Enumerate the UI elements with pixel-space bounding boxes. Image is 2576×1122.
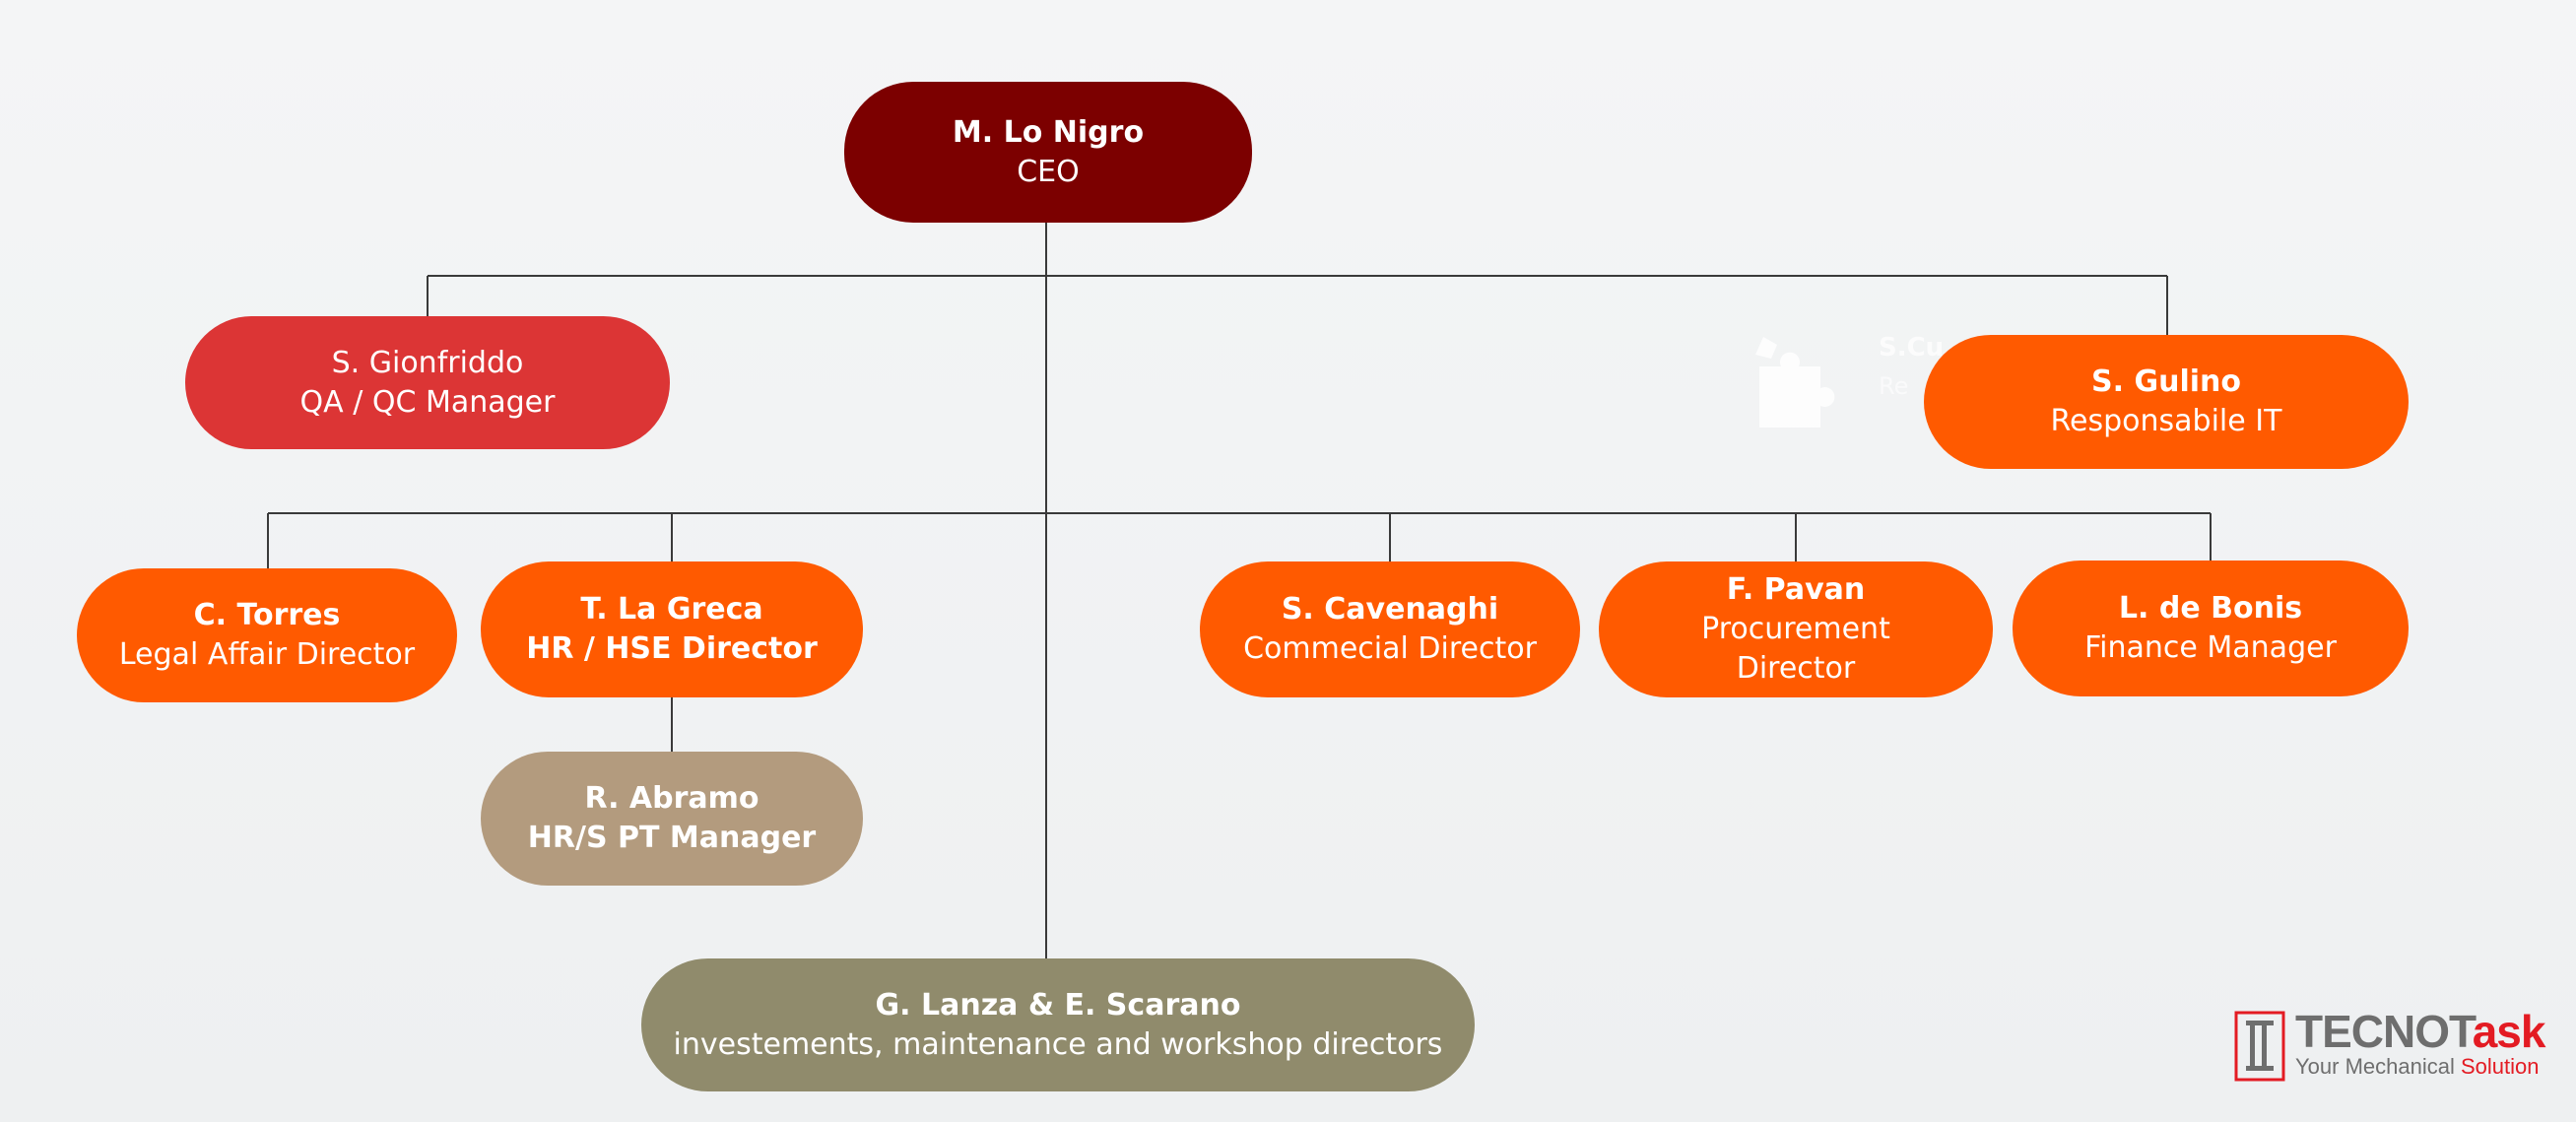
node-role: QA / QC Manager <box>299 384 556 420</box>
node-name: R. Abramo <box>584 781 760 816</box>
node-workshop-directors: G. Lanza & E. Scarano investements, main… <box>641 958 1475 1091</box>
node-role: Procurement Director <box>1701 612 1890 686</box>
node-procurement-director: F. Pavan Procurement Director <box>1599 561 1993 697</box>
node-it-manager: S. Gulino Responsabile IT <box>1924 335 2409 469</box>
node-role: investements, maintenance and workshop d… <box>673 1026 1443 1062</box>
node-role: Responsabile IT <box>2050 404 2282 438</box>
node-hr-director: T. La Greca HR / HSE Director <box>481 561 863 697</box>
node-name: M. Lo Nigro <box>952 114 1145 150</box>
hidden-org-card: S.Cu Re <box>1746 325 1944 443</box>
node-hr-manager: R. Abramo HR/S PT Manager <box>481 752 863 886</box>
node-name: L. de Bonis <box>2118 591 2303 626</box>
node-qa-manager: S. Gionfriddo QA / QC Manager <box>185 316 670 449</box>
logo-mark-icon <box>2234 1011 2285 1082</box>
hidden-card-name: S.Cu <box>1879 333 1945 363</box>
company-logo: TECNOTask Your Mechanical Solution <box>2234 1006 2549 1086</box>
node-role: CEO <box>1017 154 1080 189</box>
node-finance-manager: L. de Bonis Finance Manager <box>2013 561 2409 696</box>
node-role: Finance Manager <box>2084 630 2337 665</box>
node-name: S. Gulino <box>2091 364 2241 399</box>
node-role: HR / HSE Director <box>526 631 818 666</box>
logo-tagline: Your Mechanical Solution <box>2295 1054 2540 1079</box>
node-ceo: M. Lo Nigro CEO <box>844 82 1252 223</box>
node-commercial-director: S. Cavenaghi Commecial Director <box>1200 561 1580 697</box>
node-name: S. Cavenaghi <box>1281 592 1499 627</box>
node-role: Commecial Director <box>1243 631 1537 666</box>
node-name: F. Pavan <box>1726 572 1866 607</box>
logo-wordmark: TECNOTask <box>2295 1006 2545 1057</box>
node-name: G. Lanza & E. Scarano <box>875 987 1241 1023</box>
node-name: S. Gionfriddo <box>331 345 524 380</box>
hidden-card-role: Re <box>1879 372 1909 400</box>
node-role: Legal Affair Director <box>118 637 416 672</box>
node-legal-director: C. Torres Legal Affair Director <box>77 568 457 702</box>
node-name: C. Torres <box>193 598 341 632</box>
node-name: T. La Greca <box>580 592 763 627</box>
node-role: HR/S PT Manager <box>527 821 817 855</box>
puzzle-icon <box>1755 337 1835 428</box>
